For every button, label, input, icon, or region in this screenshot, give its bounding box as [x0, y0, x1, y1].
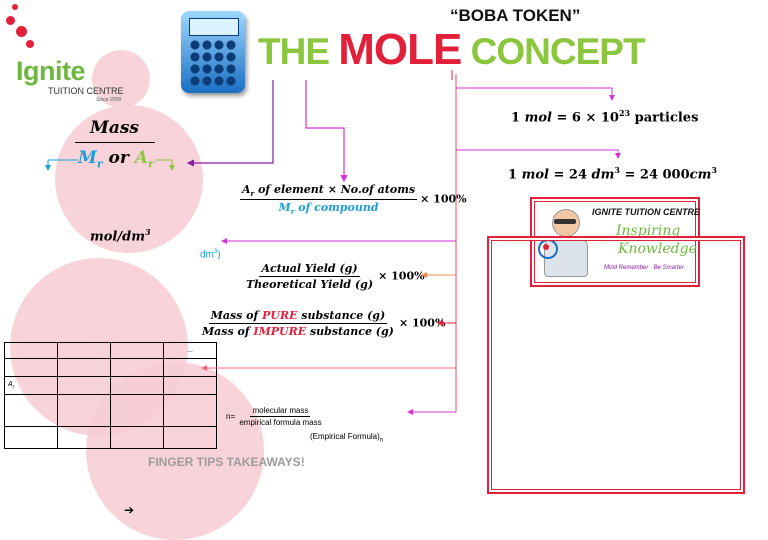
pink-to-volume: [456, 149, 621, 159]
particles-formula: 1 mol = 6 × 1023 particles: [511, 108, 699, 126]
table-cell-ellipsis: ...: [163, 342, 217, 359]
mass-label: Mass: [90, 118, 139, 138]
percent-yield-formula: Actual Yield (g) Theoretical Yield (g) ×…: [246, 262, 425, 291]
finger-tips-takeaways: FINGER TIPS TAKEAWAYS!: [148, 455, 305, 469]
logo-brand: Ignite: [16, 56, 86, 86]
notes-frame: [487, 236, 745, 494]
mol-per-dm3: mol/dm3: [90, 227, 151, 245]
percent-purity-formula: Mass of PURE substance (g) Mass of IMPUR…: [202, 309, 446, 338]
arrow-icon: ➔: [124, 503, 135, 517]
badge-line2: Knowledge: [618, 241, 697, 257]
decor-circle-top: [92, 50, 150, 108]
empirical-table: ... Ar: [4, 342, 217, 449]
title-mole: MOLE: [338, 25, 462, 74]
percent-composition-formula: Ar of element × No.of atoms Mr of compou…: [240, 183, 467, 217]
empirical-formula-label: (Empirical Formula)n: [310, 432, 384, 444]
scientist-icon: [538, 205, 592, 277]
logo: Ignite TUITION CENTRE Since 2009: [6, 4, 136, 104]
boba-token-label: “BOBA TOKEN”: [450, 6, 581, 25]
dm3-fragment: dm3): [200, 249, 221, 261]
decor-circle-upper: [55, 105, 203, 253]
ignite-badge: IGNITE TUITION CENTRE Inspiring Knowledg…: [530, 197, 700, 287]
title-the: THE: [258, 31, 339, 72]
molar-volume-formula: 1 mol = 24 dm3 = 24 000cm3: [508, 165, 717, 183]
page-title: THE MOLE CONCEPT: [258, 25, 646, 75]
logo-subtitle: TUITION CENTRE: [48, 86, 124, 96]
badge-tagline: Mind Remember · Be Smarter: [604, 265, 685, 271]
mr-or-ar: Mr or Ar: [78, 148, 154, 171]
title-concept: CONCEPT: [461, 31, 646, 72]
table-cell-ar: Ar: [4, 376, 58, 395]
badge-title: IGNITE TUITION CENTRE: [592, 207, 700, 217]
calculator-icon: [181, 11, 245, 93]
logo-since: Since 2009: [96, 97, 122, 103]
magenta-connector: [305, 80, 348, 183]
logo-dots-icon: [6, 4, 46, 54]
badge-line1: Inspiring: [616, 223, 681, 239]
empirical-n-formula: n= molecular mass empirical formula mass: [226, 406, 322, 427]
mass-divider: [75, 142, 155, 143]
pink-to-particles: [456, 87, 615, 101]
